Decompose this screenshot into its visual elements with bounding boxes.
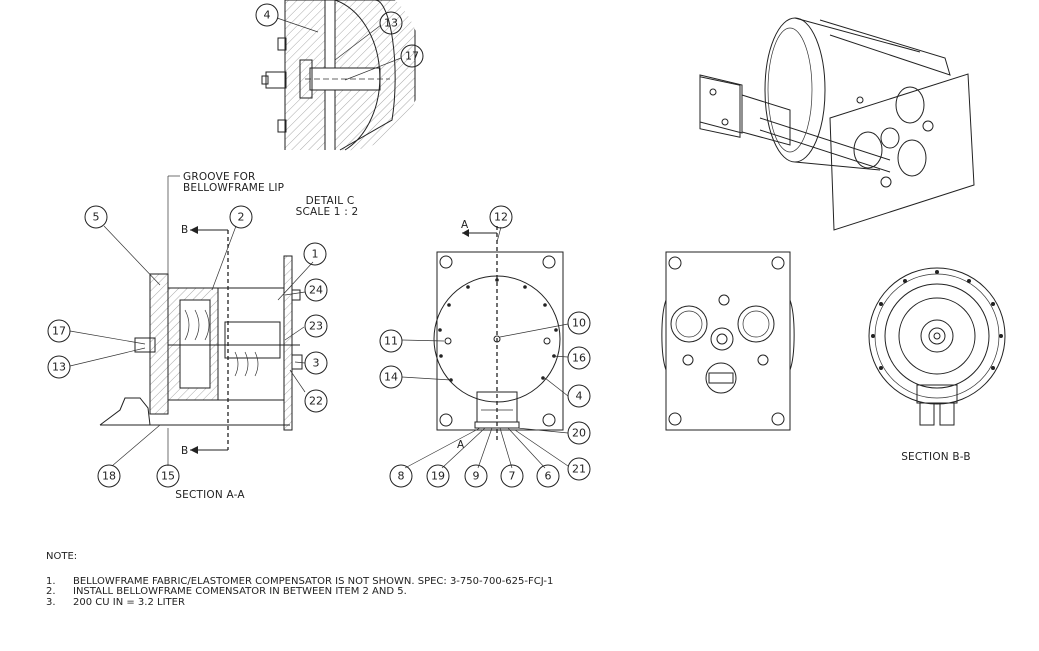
balloon-section-24: 24: [304, 278, 328, 302]
cut-letter-b-bottom: B: [181, 445, 188, 457]
balloon-front-9: 9: [464, 464, 488, 488]
svg-text:11: 11: [384, 335, 398, 348]
isometric-view: [699, 17, 975, 231]
note-number: 1.: [46, 575, 56, 587]
cut-letter-a-bottom: A: [457, 439, 465, 451]
detail-c-title: DETAIL C: [306, 195, 355, 207]
svg-text:4: 4: [576, 390, 583, 403]
svg-text:6: 6: [545, 470, 552, 483]
detail-c-view: [261, 0, 416, 151]
balloon-section-1: 1: [303, 242, 327, 266]
svg-text:22: 22: [309, 395, 323, 408]
groove-callout-line1: GROOVE FOR: [183, 171, 256, 183]
svg-text:16: 16: [572, 352, 586, 365]
svg-text:2: 2: [238, 211, 245, 224]
balloon-front-14: 14: [379, 365, 403, 389]
balloon-front-6: 6: [536, 464, 560, 488]
note-item: 1. BELLOWFRAME FABRIC/ELASTOMER COMPENSA…: [46, 575, 554, 588]
svg-text:14: 14: [384, 371, 398, 384]
svg-text:24: 24: [309, 284, 323, 297]
section-a-a-leaders: [69, 225, 314, 467]
note-text: BELLOWFRAME FABRIC/ELASTOMER COMPENSATOR…: [73, 575, 554, 587]
balloon-detail-13: 13: [379, 11, 403, 35]
svg-text:10: 10: [572, 317, 586, 330]
front-view: [433, 251, 564, 431]
svg-text:9: 9: [473, 470, 480, 483]
balloon-front-12: 12: [489, 205, 513, 229]
balloon-section-3: 3: [304, 351, 328, 375]
section-a-a-view: [99, 175, 303, 431]
svg-text:12: 12: [494, 211, 508, 224]
svg-text:20: 20: [572, 427, 586, 440]
balloon-front-4: 4: [567, 384, 591, 408]
svg-text:17: 17: [52, 325, 66, 338]
note-number: 3.: [46, 596, 56, 608]
detail-c-scale: SCALE 1 : 2: [296, 206, 359, 218]
note-text: 200 CU IN = 3.2 LITER: [73, 596, 185, 608]
note-item: 3. 200 CU IN = 3.2 LITER: [46, 596, 553, 609]
balloon-front-11: 11: [379, 329, 403, 353]
notes-title: NOTE:: [46, 551, 78, 562]
balloon-section-5: 5: [84, 205, 108, 229]
svg-text:13: 13: [52, 361, 66, 374]
svg-text:7: 7: [509, 470, 516, 483]
note-item: 2. INSTALL BELLOWFRAME COMENSATOR IN BET…: [46, 586, 553, 598]
balloon-front-8: 8: [389, 464, 413, 488]
balloon-section-22: 22: [304, 389, 328, 413]
svg-text:13: 13: [384, 17, 398, 30]
balloon-section-17: 17: [47, 319, 71, 343]
note-text: INSTALL BELLOWFRAME COMENSATOR IN BETWEE…: [73, 586, 407, 597]
balloon-front-19: 19: [426, 464, 450, 488]
svg-text:5: 5: [93, 211, 100, 224]
balloon-front-21: 21: [567, 457, 591, 481]
balloon-detail-4: 4: [255, 3, 279, 27]
svg-text:3: 3: [313, 357, 320, 370]
balloon-front-16: 16: [567, 346, 591, 370]
balloon-section-18: 18: [97, 464, 121, 488]
front-view-leaders: [401, 226, 569, 469]
svg-text:17: 17: [405, 50, 419, 63]
detail-c-leaders: [276, 17, 402, 81]
balloon-front-20: 20: [567, 421, 591, 445]
svg-text:23: 23: [309, 320, 323, 333]
cut-letter-b-top: B: [181, 224, 188, 236]
svg-text:19: 19: [431, 470, 445, 483]
svg-text:18: 18: [102, 470, 116, 483]
balloon-detail-17: 17: [400, 44, 424, 68]
svg-text:15: 15: [161, 470, 175, 483]
section-b-b-view: [868, 267, 1006, 426]
section-a-a-label: SECTION A-A: [175, 489, 245, 501]
balloon-section-15: 15: [156, 464, 180, 488]
rear-view: [661, 251, 795, 431]
balloon-front-7: 7: [500, 464, 524, 488]
cut-line-b-b: [190, 226, 229, 454]
balloon-section-23: 23: [304, 314, 328, 338]
balloon-section-2: 2: [229, 205, 253, 229]
balloon-front-10: 10: [567, 311, 591, 335]
svg-text:21: 21: [572, 463, 586, 476]
notes-block: NOTE: 1. BELLOWFRAME FABRIC/ELASTOMER CO…: [46, 551, 554, 609]
svg-text:1: 1: [312, 248, 319, 261]
svg-text:4: 4: [264, 9, 271, 22]
section-b-b-label: SECTION B-B: [901, 451, 971, 463]
note-number: 2.: [46, 586, 56, 597]
svg-text:8: 8: [398, 470, 405, 483]
cut-letter-a-top: A: [461, 219, 469, 231]
groove-callout-line2: BELLOWFRAME LIP: [183, 182, 284, 194]
balloon-section-13: 13: [47, 355, 71, 379]
cut-line-a-a: [462, 226, 498, 440]
